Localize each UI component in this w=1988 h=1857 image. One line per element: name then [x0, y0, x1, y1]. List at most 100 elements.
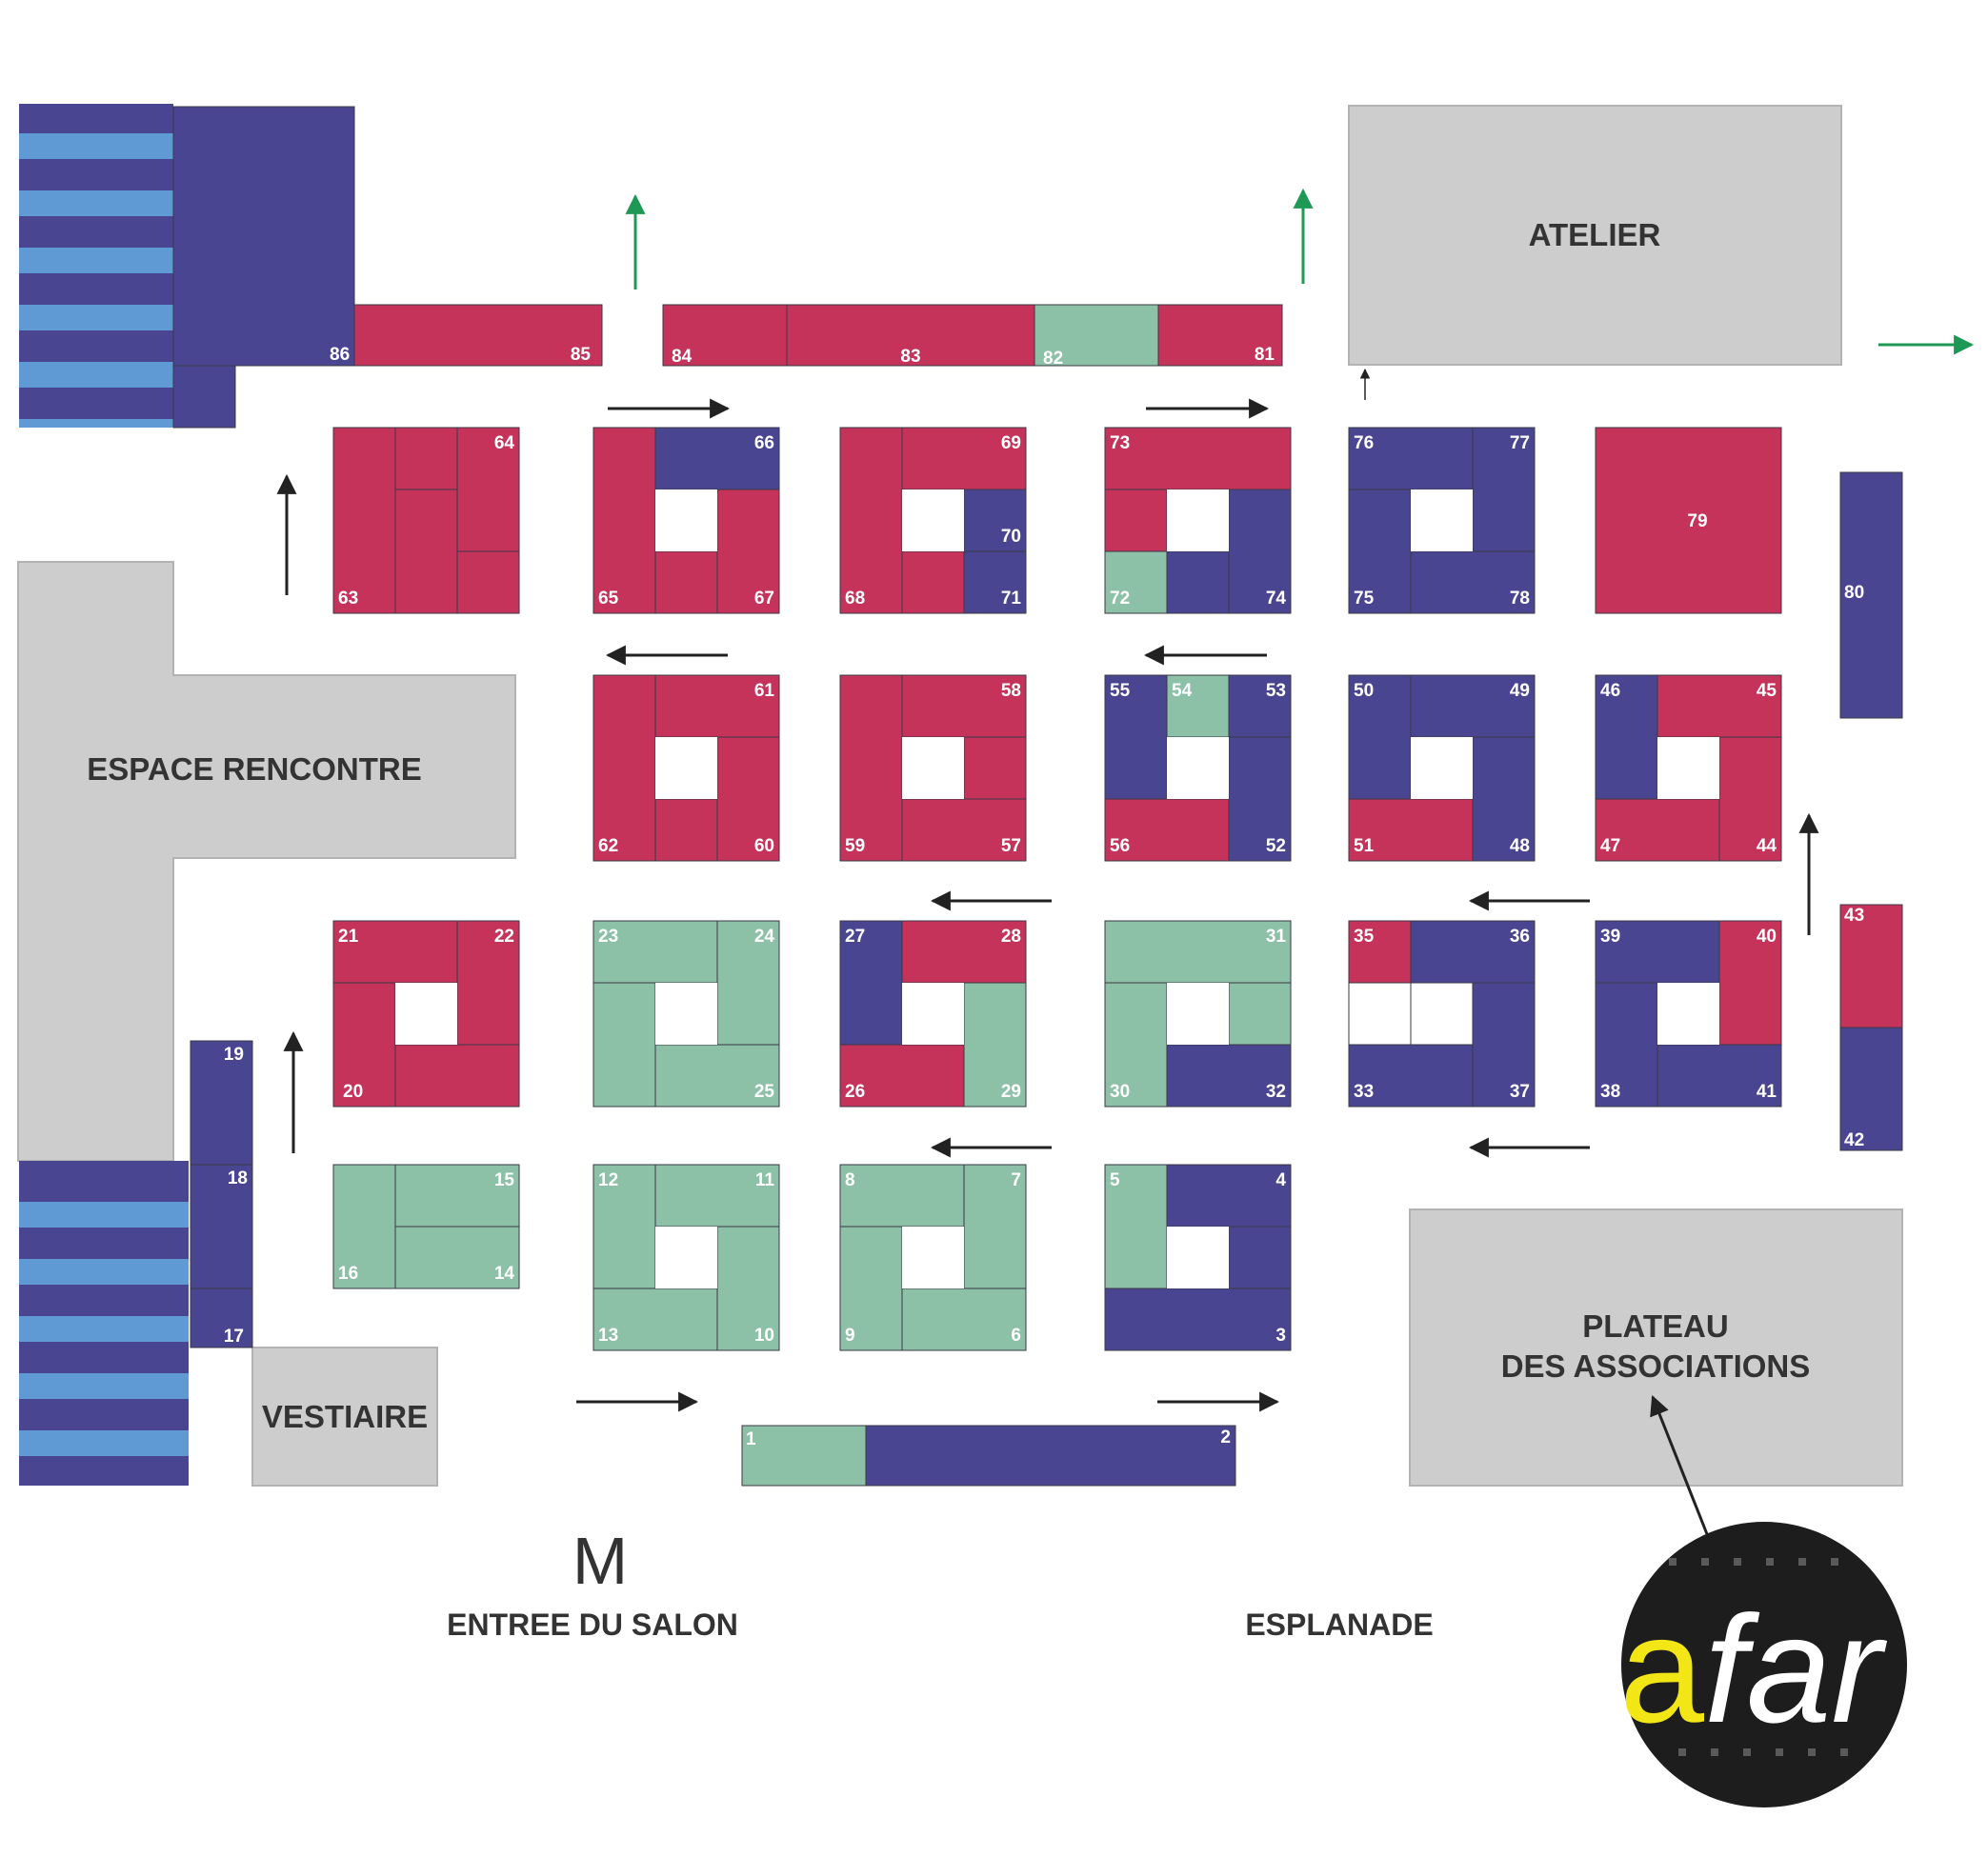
- stand-73[interactable]: [1104, 489, 1168, 552]
- stand-52[interactable]: [1228, 736, 1292, 862]
- stand-20[interactable]: [394, 1044, 520, 1108]
- stand-13[interactable]: [592, 1288, 718, 1351]
- stand-67[interactable]: [716, 489, 780, 614]
- stand-37[interactable]: [1472, 982, 1536, 1108]
- stand-number-44: 44: [1757, 836, 1777, 856]
- stand-12[interactable]: [592, 1164, 656, 1289]
- stand-63[interactable]: [332, 427, 396, 614]
- stand-64[interactable]: [456, 427, 520, 552]
- stand-courtyard: [902, 737, 964, 799]
- stand-63[interactable]: [394, 489, 458, 614]
- stand-65[interactable]: [592, 427, 656, 614]
- stand-65[interactable]: [654, 550, 718, 614]
- stand-19[interactable]: [190, 1040, 253, 1166]
- stand-54[interactable]: [1166, 674, 1230, 738]
- stand-44[interactable]: [1718, 736, 1782, 862]
- stand-58[interactable]: [963, 736, 1027, 800]
- stand-4[interactable]: [1228, 1226, 1292, 1289]
- stand-22[interactable]: [456, 920, 520, 1046]
- stand-60[interactable]: [716, 736, 780, 862]
- stand-number-11: 11: [755, 1170, 775, 1190]
- stand-80[interactable]: [1839, 471, 1903, 719]
- stand-31[interactable]: [1104, 920, 1292, 984]
- stand-82[interactable]: [1034, 304, 1159, 367]
- stand-18[interactable]: [190, 1164, 253, 1289]
- stand-courtyard: [655, 1227, 717, 1288]
- area-atelier[interactable]: ATELIER: [1348, 105, 1842, 366]
- stand-21[interactable]: [332, 920, 458, 984]
- stand-20[interactable]: [332, 982, 396, 1108]
- stand-46[interactable]: [1595, 674, 1658, 800]
- stand-63[interactable]: [456, 550, 520, 614]
- stand-68[interactable]: [901, 550, 965, 614]
- stand-62[interactable]: [654, 798, 718, 862]
- stand-83[interactable]: [786, 304, 1035, 367]
- stand-68[interactable]: [839, 427, 903, 614]
- stand-28[interactable]: [901, 920, 1027, 984]
- stand-26[interactable]: [839, 1044, 965, 1108]
- stand-56[interactable]: [1104, 798, 1230, 862]
- stand-59[interactable]: [839, 674, 903, 862]
- stand-7[interactable]: [963, 1164, 1027, 1289]
- stand-74[interactable]: [1228, 489, 1292, 614]
- stand-61[interactable]: [654, 674, 780, 738]
- stand-78[interactable]: [1410, 550, 1536, 614]
- stand-73[interactable]: [1104, 427, 1292, 490]
- stand-4[interactable]: [1166, 1164, 1292, 1228]
- stand-58[interactable]: [901, 674, 1027, 738]
- stand-29[interactable]: [963, 982, 1027, 1108]
- stand-49[interactable]: [1410, 674, 1536, 738]
- stand-86[interactable]: [172, 365, 236, 429]
- stand-24[interactable]: [716, 920, 780, 1046]
- stand-55[interactable]: [1104, 674, 1168, 800]
- stand-45[interactable]: [1657, 674, 1782, 738]
- stand-33[interactable]: [1348, 1044, 1474, 1108]
- stand-70[interactable]: [963, 489, 1027, 552]
- stand-57[interactable]: [901, 798, 1027, 862]
- stand-75[interactable]: [1348, 489, 1412, 614]
- stand-50[interactable]: [1348, 674, 1412, 800]
- stand-25[interactable]: [654, 1044, 780, 1108]
- stand-81[interactable]: [1157, 304, 1283, 367]
- stand-5[interactable]: [1104, 1164, 1168, 1289]
- stand-51[interactable]: [1348, 798, 1474, 862]
- stand-8[interactable]: [839, 1164, 965, 1228]
- stand-number-6: 6: [1011, 1326, 1021, 1346]
- stand-3[interactable]: [1104, 1288, 1292, 1351]
- stand-30[interactable]: [1104, 982, 1168, 1108]
- stand-72[interactable]: [1104, 550, 1168, 614]
- stand-23[interactable]: [592, 920, 718, 984]
- stand-63[interactable]: [394, 427, 458, 490]
- stand-11[interactable]: [654, 1164, 780, 1228]
- stand-42[interactable]: [1839, 1027, 1903, 1151]
- stand-14[interactable]: [394, 1226, 520, 1289]
- striped-wall-bottom-left: [19, 1161, 189, 1486]
- stand-74[interactable]: [1166, 550, 1230, 614]
- stand-40[interactable]: [1718, 920, 1782, 1046]
- stand-53[interactable]: [1228, 674, 1292, 738]
- stand-69[interactable]: [901, 427, 1027, 490]
- stand-79[interactable]: [1595, 427, 1782, 614]
- stand-38[interactable]: [1595, 982, 1658, 1108]
- stand-6[interactable]: [901, 1288, 1027, 1351]
- stand-71[interactable]: [963, 550, 1027, 614]
- stand-2[interactable]: [865, 1425, 1236, 1487]
- stand-17[interactable]: [190, 1288, 253, 1348]
- stand-32[interactable]: [1166, 1044, 1292, 1108]
- stand-86[interactable]: [172, 106, 355, 367]
- stand-76[interactable]: [1348, 427, 1474, 490]
- stand-number-5: 5: [1110, 1170, 1120, 1190]
- stand-66[interactable]: [654, 427, 780, 490]
- stand-1[interactable]: [741, 1425, 867, 1487]
- stand-85[interactable]: [353, 304, 603, 367]
- area-plateau-des-associations[interactable]: PLATEAU DES ASSOCIATIONS: [1409, 1208, 1903, 1487]
- stand-62[interactable]: [592, 674, 656, 862]
- area-vestiaire[interactable]: VESTIAIRE: [251, 1347, 438, 1487]
- stand-31[interactable]: [1228, 982, 1292, 1046]
- stand-27[interactable]: [839, 920, 903, 1046]
- stand-courtyard: [1411, 489, 1473, 551]
- stand-36[interactable]: [1410, 920, 1536, 984]
- stand-48[interactable]: [1472, 736, 1536, 862]
- stand-23[interactable]: [592, 982, 656, 1108]
- stand-10[interactable]: [716, 1226, 780, 1351]
